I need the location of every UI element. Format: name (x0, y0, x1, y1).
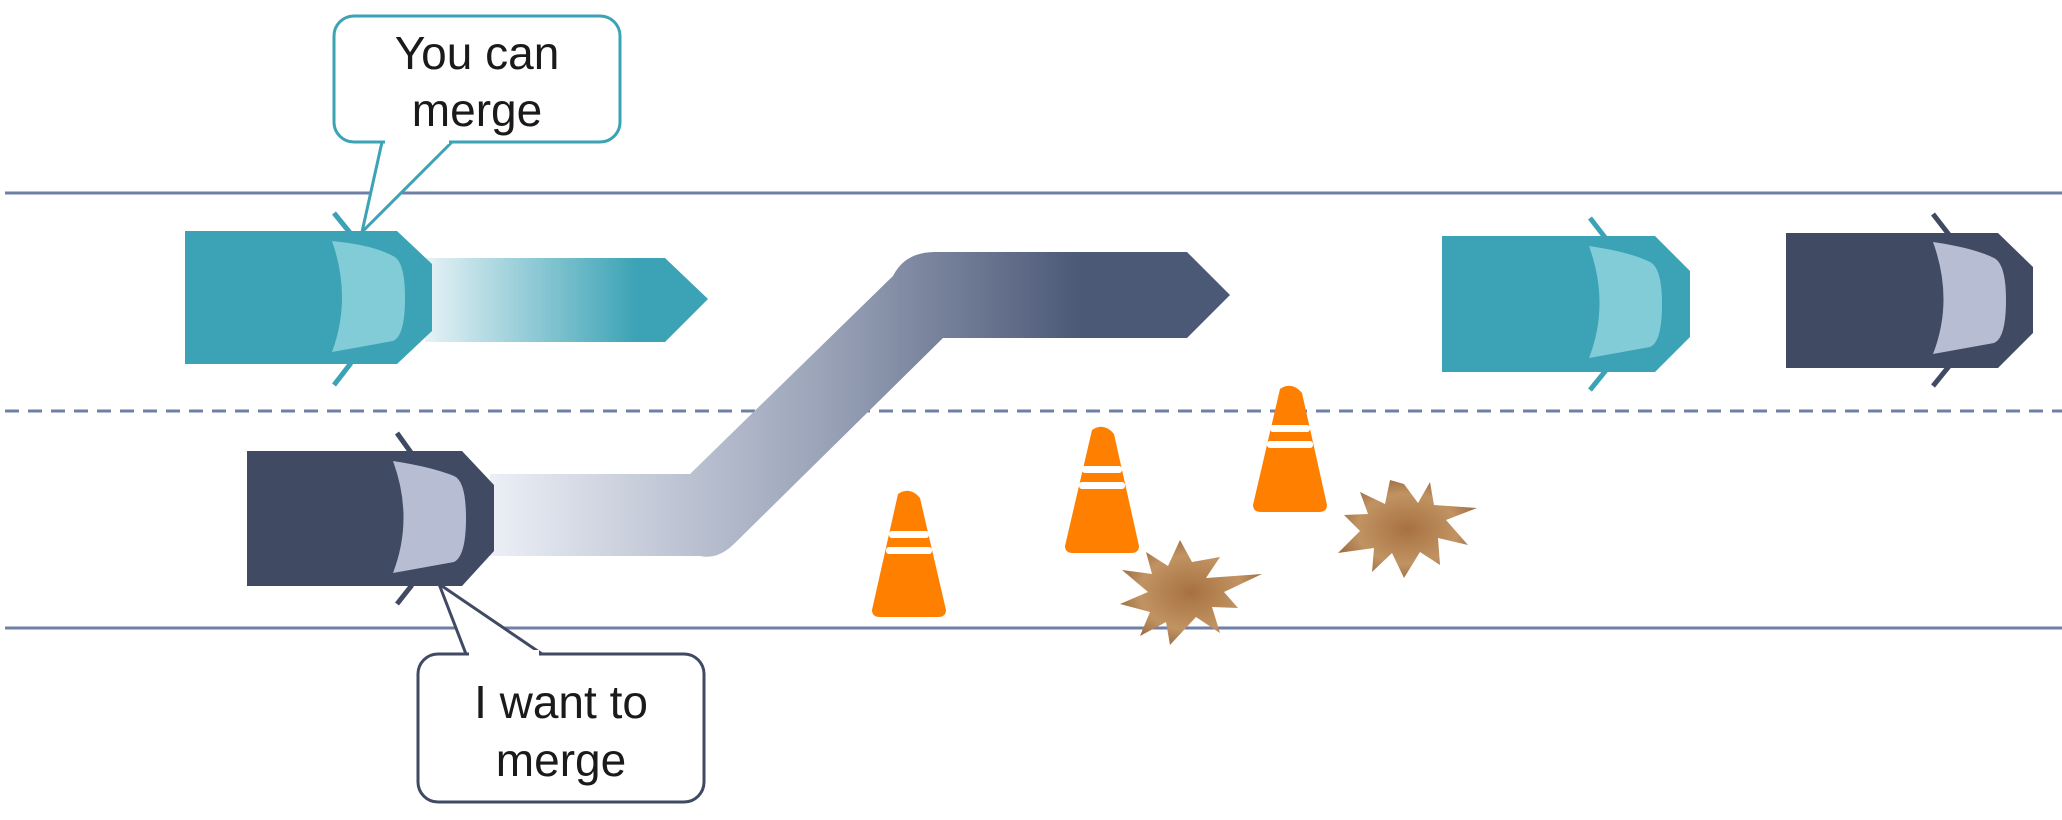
navy-merge-trajectory-arrow (490, 252, 1230, 557)
traffic-cone-icon (872, 490, 946, 617)
callout-top-line1: You can (395, 27, 560, 79)
callout-bottom-line2: merge (496, 734, 626, 786)
callout-top-line2: merge (412, 84, 542, 136)
traffic-cone-icon (1065, 426, 1139, 553)
teal-car-right (1442, 216, 1690, 392)
road (5, 191, 2062, 630)
callout-you-can-merge: You can merge (332, 14, 622, 234)
callout-i-want-to-merge: I want to merge (416, 582, 706, 804)
navy-car-right (1786, 212, 2033, 388)
teal-trajectory-arrow (425, 258, 708, 342)
teal-car-left (185, 211, 432, 387)
debris-splat-icon (1120, 540, 1262, 645)
navy-car-merging (247, 431, 494, 606)
callout-bottom-line1: I want to (474, 676, 648, 728)
traffic-cone-icon (1253, 385, 1327, 512)
debris-splat-icon (1338, 480, 1477, 578)
